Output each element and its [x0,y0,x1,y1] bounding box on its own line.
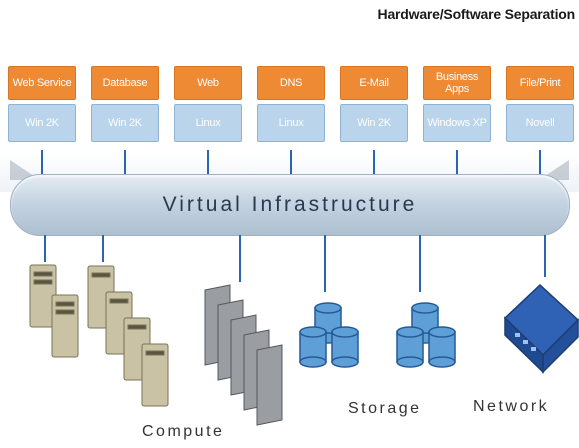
virtual-infrastructure-layer: Virtual Infrastructure [10,174,570,236]
app-box: Web [174,66,242,100]
server-tower-icon [87,265,169,407]
app-box: DNS [257,66,325,100]
app-box: Web Service [8,66,76,100]
storage-cylinder-icon [396,302,456,368]
stack-column-database: Database Win 2K [91,66,159,142]
os-box: Win 2K [8,104,76,142]
storage-label: Storage [348,400,422,417]
app-stack: Web Service Win 2K Database Win 2K Web L… [8,66,574,150]
virtual-infrastructure-label: Virtual Infrastructure [162,193,418,216]
app-box: Database [91,66,159,100]
os-box: Windows XP [423,104,491,142]
network-label: Network [473,398,550,415]
server-tower-icon [29,264,79,358]
app-box: Business Apps [423,66,491,100]
storage-cylinder-icon [299,302,359,368]
diagram-title: Hardware/Software Separation [377,6,576,22]
stack-column-web: Web Linux [174,66,242,142]
stack-column-business-apps: Business Apps Windows XP [423,66,491,142]
stack-column-web-service: Web Service Win 2K [8,66,76,142]
os-box: Win 2K [340,104,408,142]
network-switch-icon [503,283,579,374]
stack-column-file-print: File/Print Novell [506,66,574,142]
os-box: Linux [174,104,242,142]
blade-server-icon [204,284,283,426]
stack-column-email: E-Mail Win 2K [340,66,408,142]
app-box: E-Mail [340,66,408,100]
compute-label: Compute [142,423,225,440]
os-box: Win 2K [91,104,159,142]
stack-column-dns: DNS Linux [257,66,325,142]
os-box: Novell [506,104,574,142]
os-box: Linux [257,104,325,142]
app-box: File/Print [506,66,574,100]
